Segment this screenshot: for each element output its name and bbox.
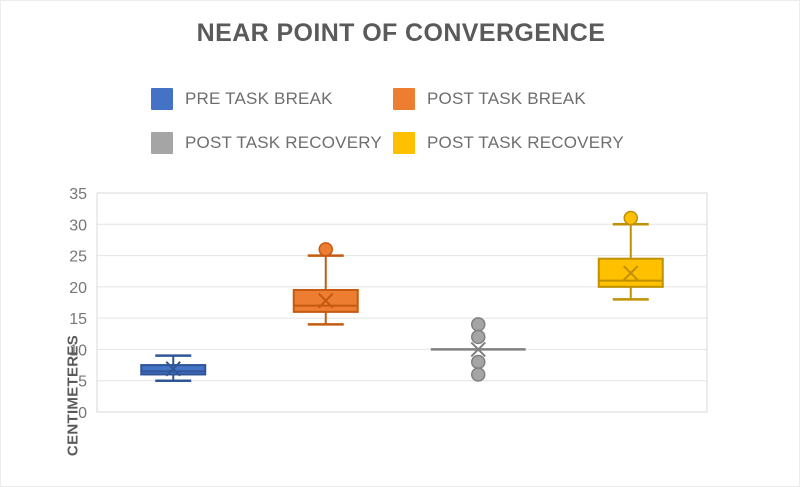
legend-swatch-gray (151, 132, 173, 154)
outlier-point (471, 317, 486, 332)
boxplot-orange[interactable] (292, 242, 359, 326)
mean-marker (470, 341, 486, 358)
legend-swatch-blue (151, 88, 173, 110)
legend-label: PRE TASK BREAK (185, 89, 333, 108)
legend-item[interactable]: POST TASK RECOVERY (393, 132, 635, 154)
legend-item[interactable]: PRE TASK BREAK (151, 88, 393, 110)
plot-border (96, 192, 708, 413)
y-tick-label: 15 (69, 311, 87, 328)
legend-label: POST TASK BREAK (427, 89, 586, 108)
boxplot-yellow[interactable] (597, 210, 664, 301)
legend-label: POST TASK RECOVERY (185, 133, 382, 152)
outlier-point (471, 367, 486, 382)
chart-legend: PRE TASK BREAK POST TASK BREAK POST TASK R… (151, 77, 671, 165)
outlier-point (623, 210, 638, 226)
mean-marker (623, 265, 639, 281)
y-tick-label: 10 (69, 342, 87, 359)
boxplot-svg: 0 5 10 15 20 25 30 35 (69, 186, 708, 422)
legend-label: POST TASK RECOVERY (427, 133, 624, 152)
y-tick-label: 0 (78, 405, 87, 422)
outlier-point (471, 329, 486, 345)
y-tick-label: 30 (69, 217, 87, 234)
y-tick-label: 5 (78, 374, 87, 391)
legend-item[interactable]: POST TASK BREAK (393, 88, 635, 110)
boxplot-blue[interactable] (140, 354, 207, 382)
y-tick-label: 20 (69, 280, 87, 297)
y-axis-title: CENTIMETERES (64, 334, 82, 457)
legend-swatch-orange (393, 88, 415, 110)
y-tick-label: 25 (69, 249, 87, 266)
mean-marker (165, 361, 181, 377)
plot-area: CENTIMETERES 0 5 10 15 20 25 30 35 (1, 169, 800, 456)
chart-title: NEAR POINT OF CONVERGENCE (196, 19, 606, 47)
outlier-point (471, 354, 486, 370)
outlier-point (318, 242, 333, 257)
legend-item[interactable]: POST TASK RECOVERY (151, 132, 393, 154)
mean-marker (318, 292, 334, 309)
y-tick-label: 35 (69, 186, 87, 203)
boxplot-gray[interactable] (430, 317, 526, 382)
legend-swatch-yellow (393, 132, 415, 154)
